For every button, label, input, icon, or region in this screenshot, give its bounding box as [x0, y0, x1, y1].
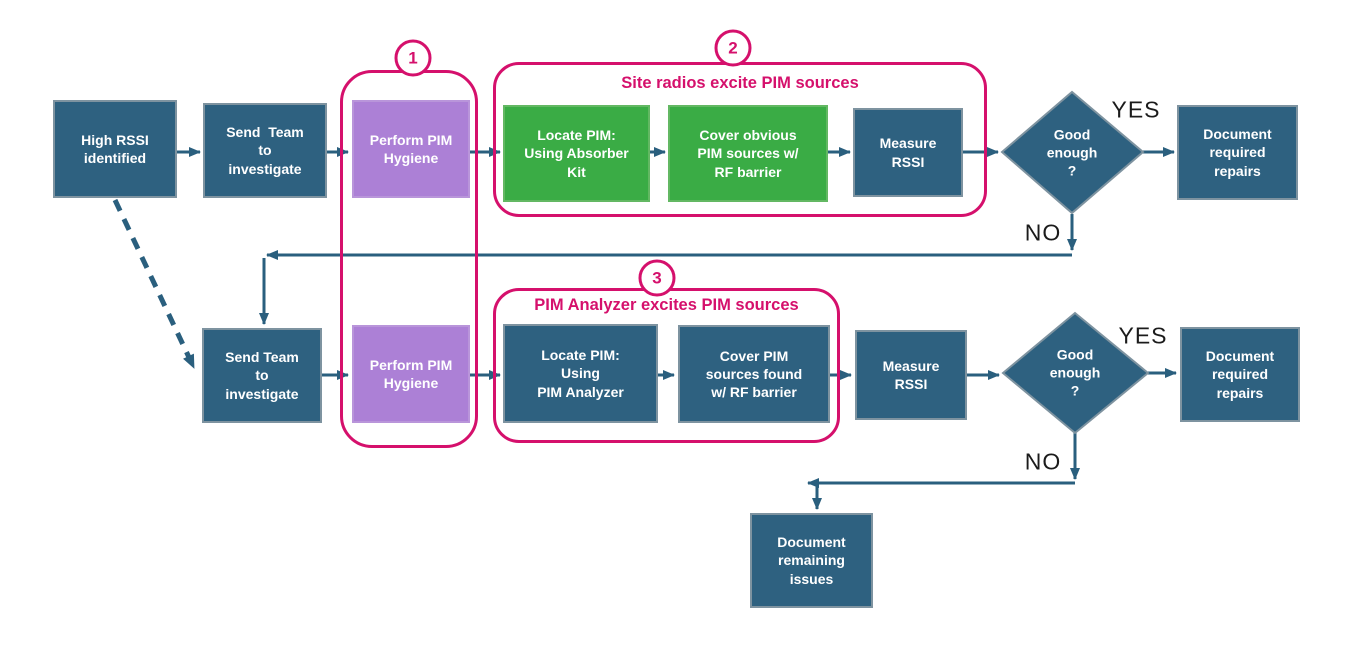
edge-label-no-2: NO [1024, 448, 1062, 475]
group-header-3: PIM Analyzer excites PIM sources [534, 296, 799, 314]
connectors [112, 147, 1177, 510]
decision-diamond-2 [1001, 311, 1150, 435]
edge-highrssi-sendteam2-dashed [112, 198, 197, 370]
node-locate-pim-analyzer: Locate PIM: Using PIM Analyzer [503, 324, 658, 423]
group-header-2: Site radios excite PIM sources [621, 74, 859, 92]
node-cover-found: Cover PIM sources found w/ RF barrier [678, 325, 830, 423]
node-measure-rssi-1: Measure RSSI [853, 108, 963, 197]
node-document-repairs-2: Document required repairs [1180, 327, 1300, 422]
node-locate-pim-absorber: Locate PIM: Using Absorber Kit [503, 105, 650, 202]
node-measure-rssi-2: Measure RSSI [855, 330, 967, 420]
node-high-rssi: High RSSI identified [53, 100, 177, 198]
group-outline-1 [340, 70, 478, 448]
decision-diamond-1 [1000, 90, 1145, 215]
group-number-3: 3 [638, 259, 676, 297]
node-perform-hygiene-1: Perform PIM Hygiene [352, 100, 470, 198]
group-number-2: 2 [714, 29, 752, 67]
node-cover-obvious: Cover obvious PIM sources w/ RF barrier [668, 105, 828, 202]
node-send-team-2: Send Team to investigate [202, 328, 322, 423]
group-number-1: 1 [394, 39, 432, 77]
node-perform-hygiene-2: Perform PIM Hygiene [352, 325, 470, 423]
edge-label-yes-2: YES [1118, 322, 1168, 349]
edge-label-no-1: NO [1024, 219, 1062, 246]
node-send-team-1: Send Team to investigate [203, 103, 327, 198]
edge-label-yes-1: YES [1111, 96, 1161, 123]
decision-label-1: Good enough ? [1046, 126, 1098, 180]
node-document-repairs-1: Document required repairs [1177, 105, 1298, 200]
node-document-remaining: Document remaining issues [750, 513, 873, 608]
decision-shapes [1000, 90, 1150, 435]
decision-label-2: Good enough ? [1049, 346, 1101, 400]
